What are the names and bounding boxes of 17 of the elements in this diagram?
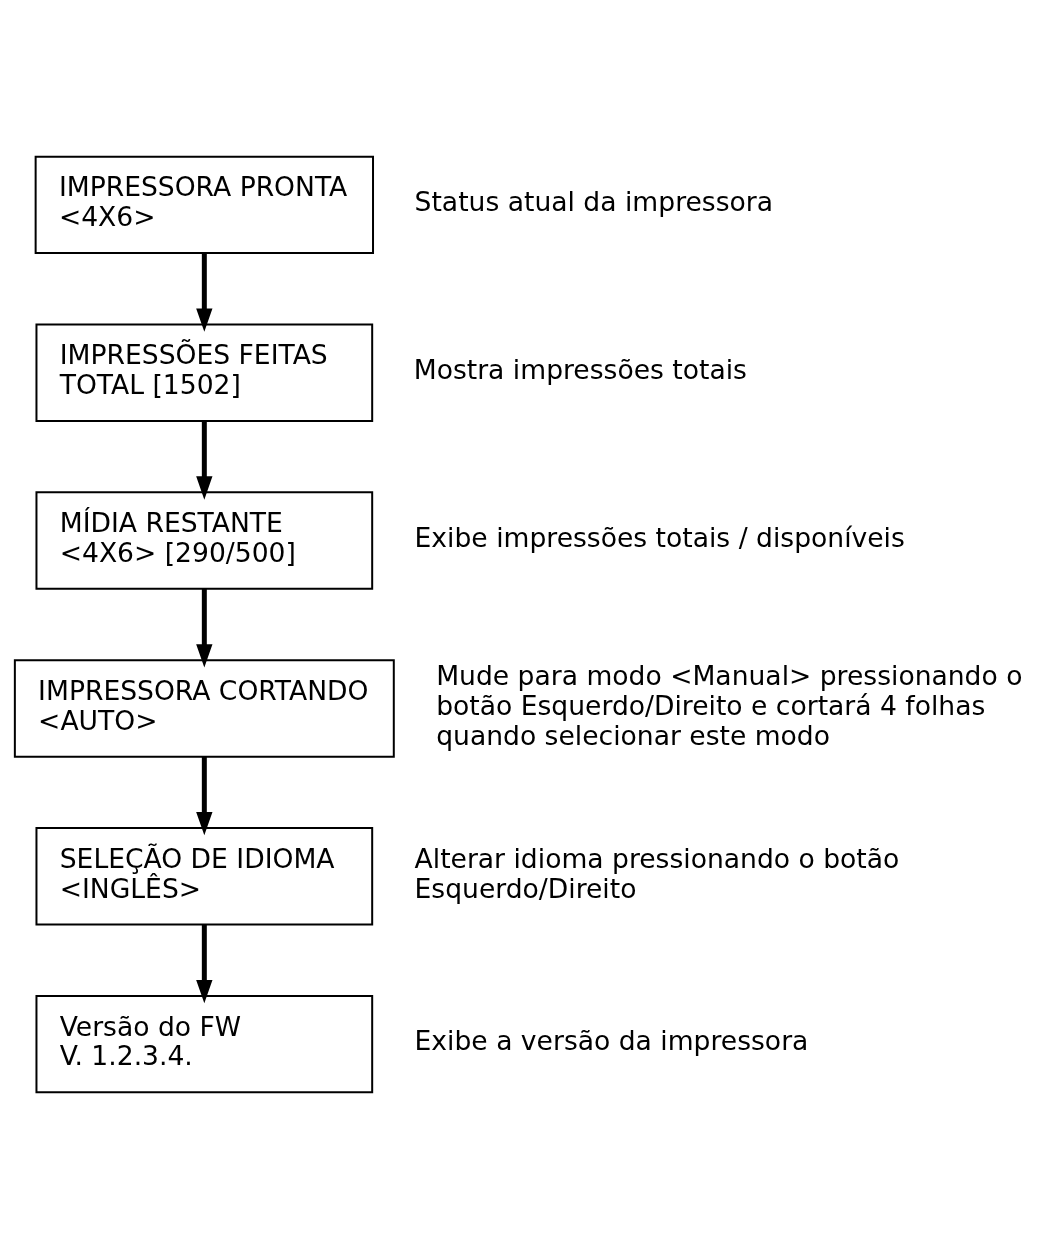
node-label: Exibe impressões totais / disponíveis bbox=[414, 521, 905, 553]
arrow bbox=[196, 756, 213, 836]
node-box: IMPRESSÕES FEITAS TOTAL [1502] bbox=[35, 323, 374, 422]
node-label: Mostra impressões totais bbox=[413, 354, 747, 386]
node-box: SELEÇÃO DE IDIOMA <INGLÊS> bbox=[35, 827, 374, 926]
node-label: Status atual da impressora bbox=[414, 186, 774, 218]
node-box: Versão do FW V. 1.2.3.4. bbox=[35, 994, 374, 1094]
node-label: Mude para modo <Manual> pressionando o botão Esquerdo/Direito e cortará 4 folhas quando selecionar este modo bbox=[436, 659, 1023, 751]
arrow bbox=[196, 253, 213, 332]
node-box: IMPRESSORA PRONTA <4X6> bbox=[34, 155, 374, 255]
arrow bbox=[196, 924, 213, 1004]
node-label: Exibe a versão da impressora bbox=[414, 1025, 809, 1057]
arrow bbox=[196, 588, 213, 668]
node-box: IMPRESSORA CORTANDO <AUTO> bbox=[13, 659, 395, 758]
node-box: MÍDIA RESTANTE <4X6> [290/500] bbox=[35, 491, 374, 590]
arrow bbox=[196, 421, 213, 500]
node-label: Alterar idioma pressionando o botão Esquerdo/Direito bbox=[414, 842, 900, 904]
